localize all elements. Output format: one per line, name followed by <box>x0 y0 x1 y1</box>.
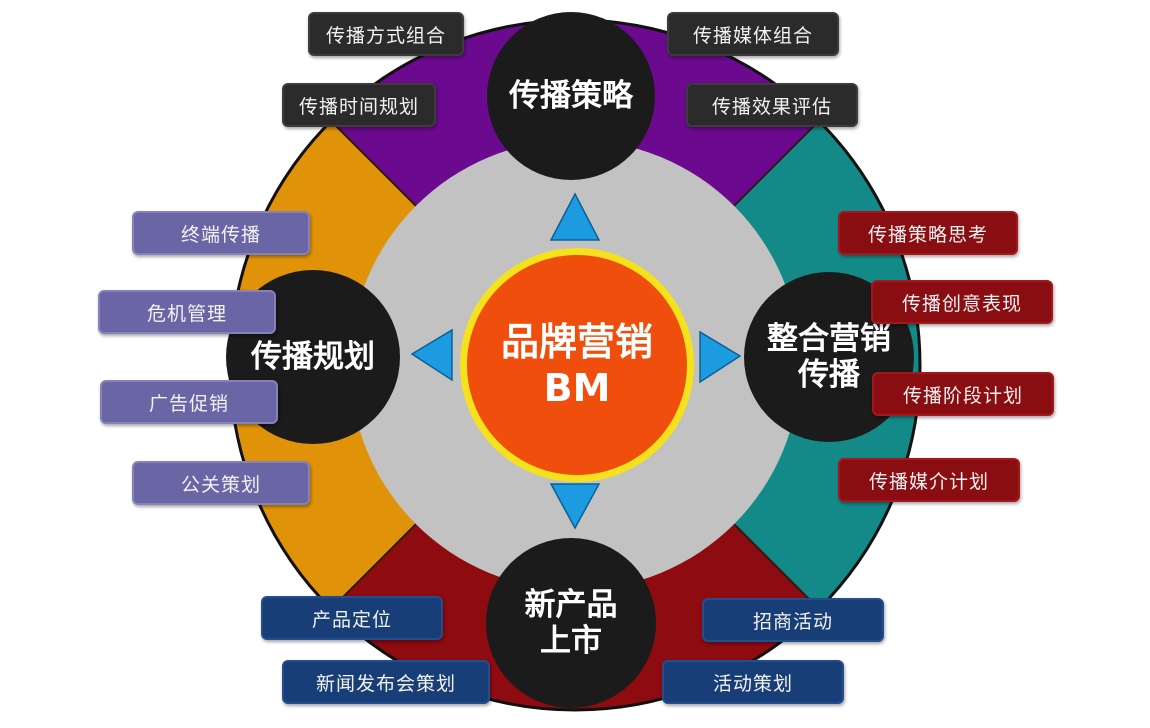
center-title: 品牌营销 <box>500 320 653 364</box>
hub-bottom-label: 新产品 上市 <box>524 587 618 659</box>
tag-right-1: 传播策略思考 <box>838 211 1018 255</box>
hub-right-label: 整合营销 传播 <box>767 321 891 393</box>
tag-left-3: 广告促销 <box>100 380 278 424</box>
tag-top-3: 传播媒体组合 <box>667 12 839 56</box>
hub-left-label: 传播规划 <box>251 339 375 375</box>
arrow-up-icon <box>549 192 601 241</box>
arrow-down-icon <box>549 483 601 530</box>
hub-bottom: 新产品 上市 <box>486 538 656 708</box>
tag-bottom-2: 新闻发布会策划 <box>282 660 490 704</box>
arrow-right-icon <box>699 330 742 384</box>
tag-bottom-4: 活动策划 <box>662 660 844 704</box>
tag-right-3: 传播阶段计划 <box>872 372 1054 416</box>
tag-top-2: 传播时间规划 <box>282 83 436 127</box>
center-subtitle: BM <box>543 366 611 410</box>
arrow-left-icon <box>410 328 453 382</box>
tag-left-1: 终端传播 <box>132 211 310 255</box>
tag-top-1: 传播方式组合 <box>308 12 464 56</box>
tag-right-2: 传播创意表现 <box>871 280 1053 324</box>
tag-left-4: 公关策划 <box>132 461 310 505</box>
hub-top: 传播策略 <box>487 12 655 180</box>
hub-top-label: 传播策略 <box>509 78 633 114</box>
tag-bottom-1: 产品定位 <box>261 596 443 640</box>
tag-left-2: 危机管理 <box>98 290 276 334</box>
tag-bottom-3: 招商活动 <box>702 598 884 642</box>
tag-top-4: 传播效果评估 <box>686 83 858 127</box>
center-core: 品牌营销 BM <box>460 248 694 482</box>
tag-right-4: 传播媒介计划 <box>838 458 1020 502</box>
